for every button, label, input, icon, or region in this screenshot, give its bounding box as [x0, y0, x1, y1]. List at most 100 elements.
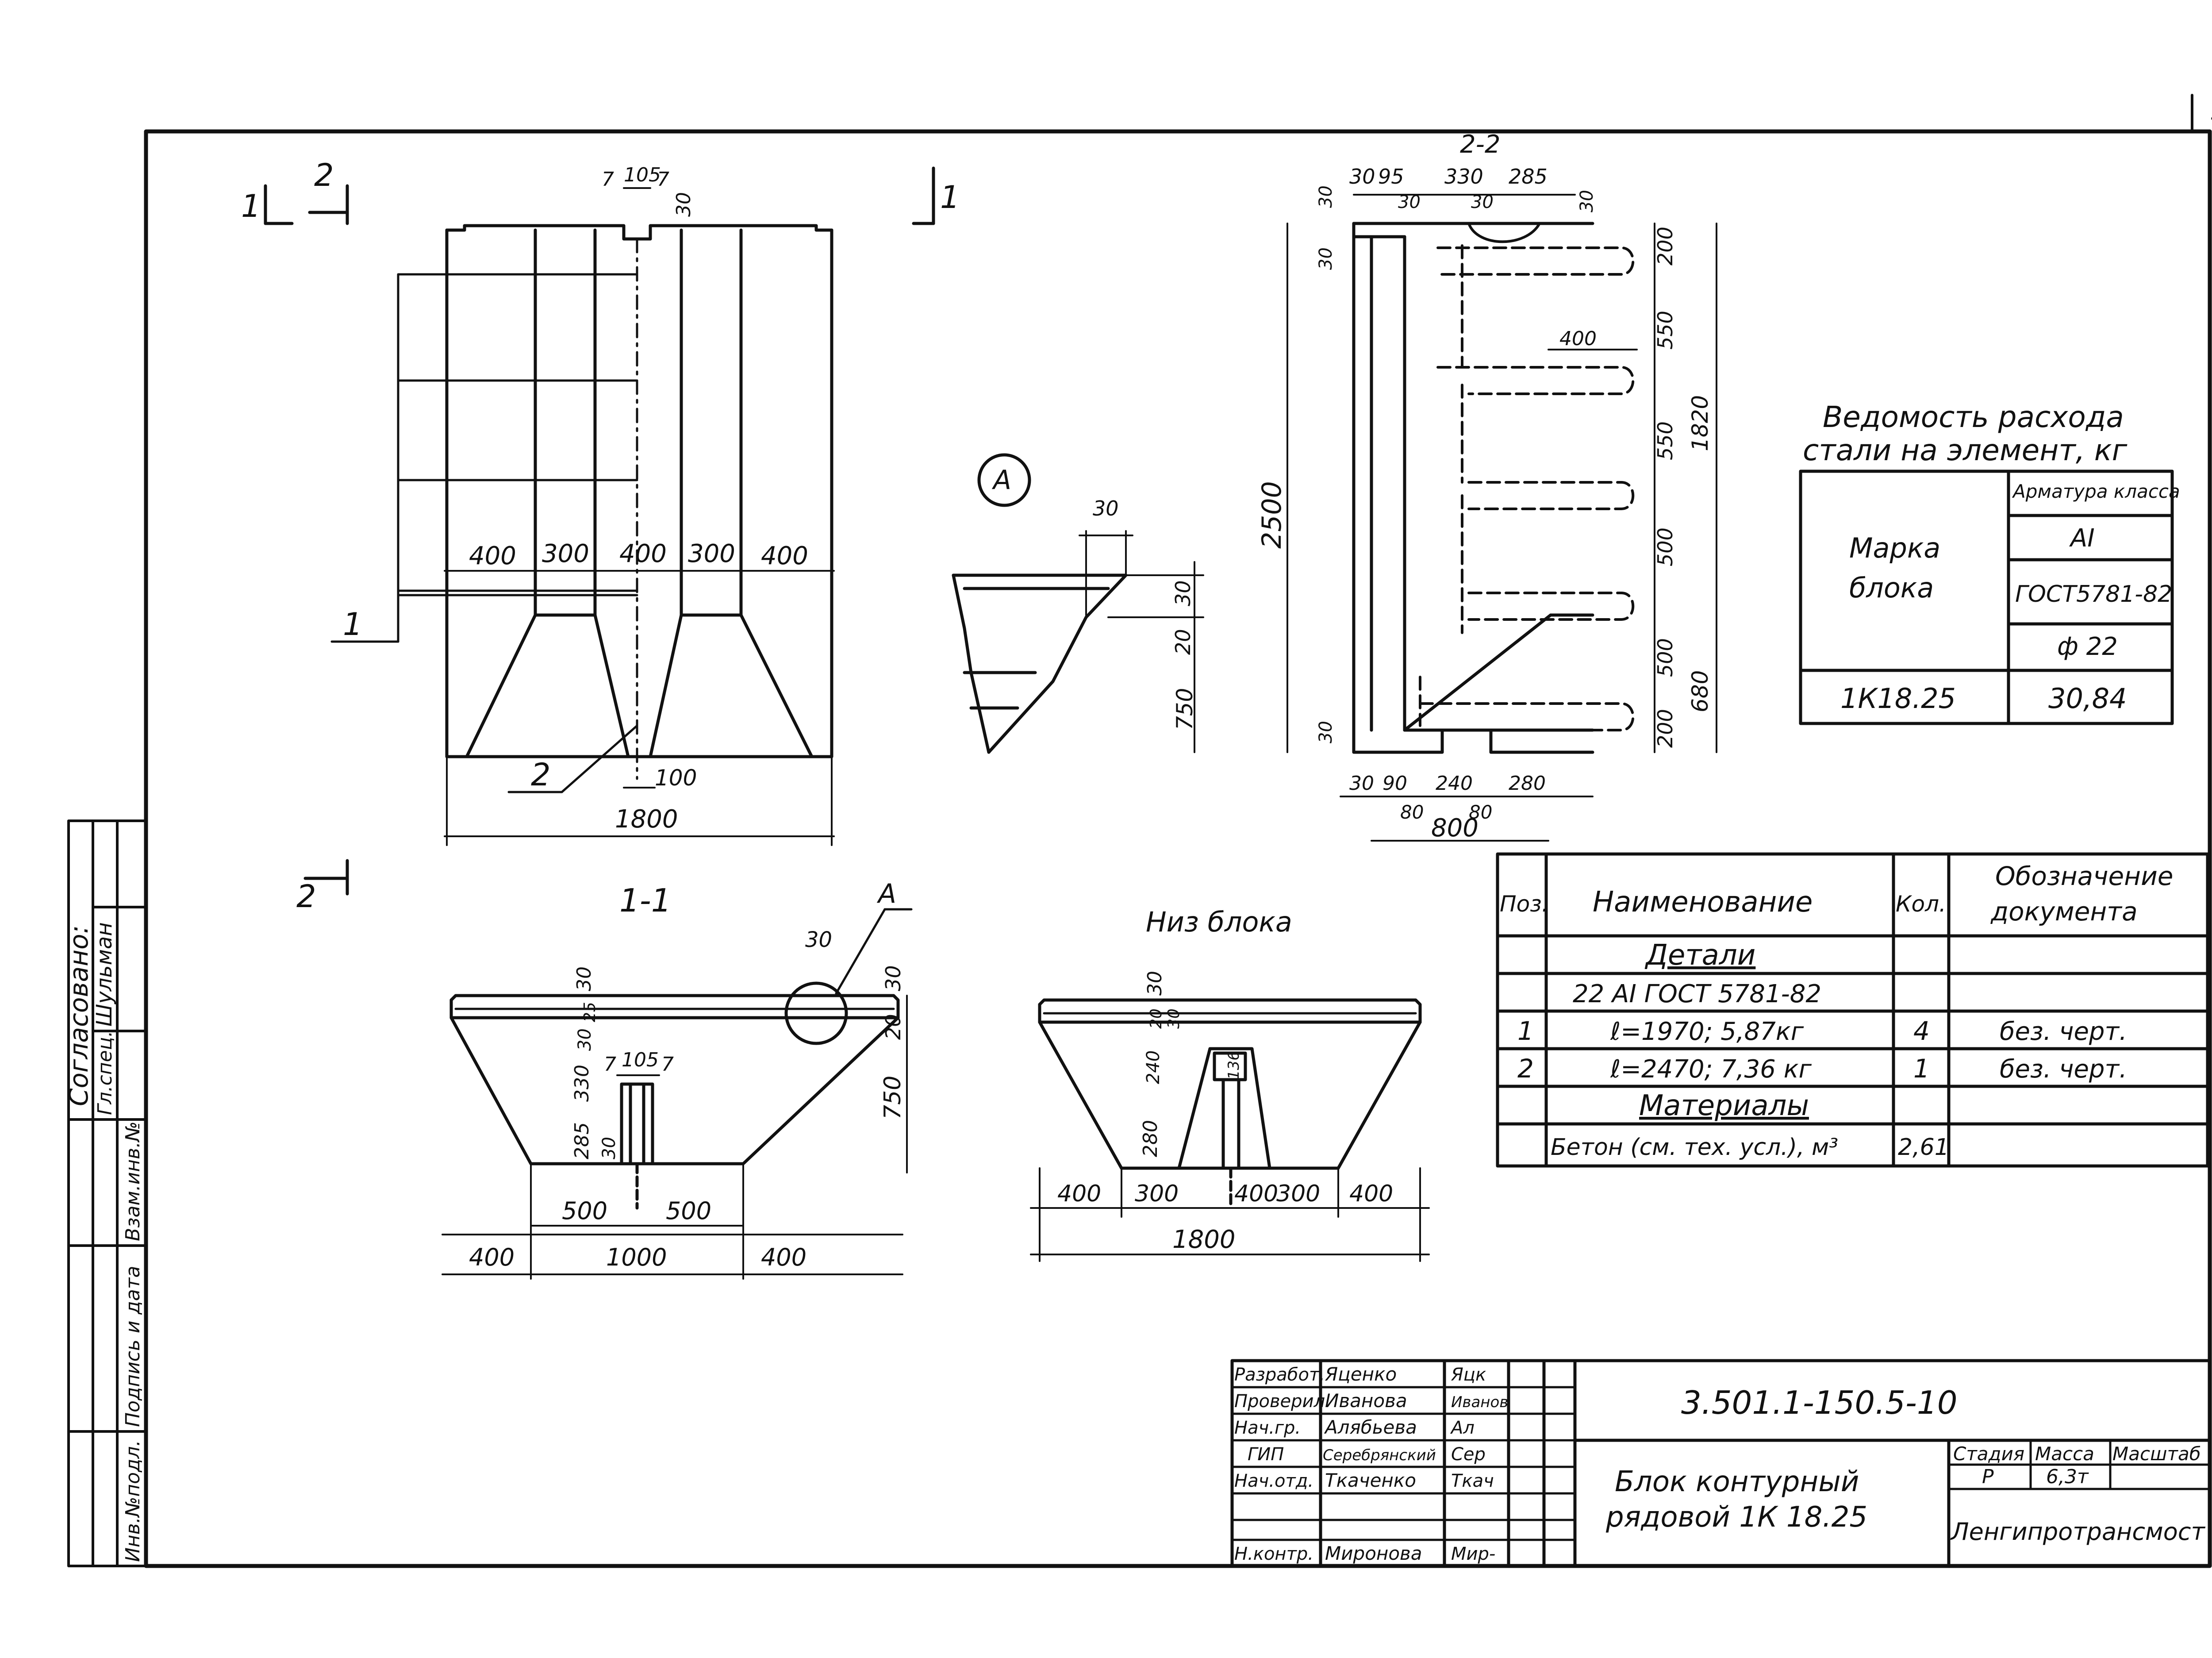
tb-code: 3.501.1-150.5-10	[1681, 1384, 1958, 1421]
s11-dim-left-2: 30	[575, 1028, 595, 1051]
detail-a-label: А	[991, 465, 1011, 496]
steel-title-1: Ведомость расхода	[1823, 400, 2124, 434]
front-position-2: 2	[531, 757, 551, 793]
side-dim-left-top: 30	[1316, 185, 1336, 208]
side-dim-ro-1: 1820	[1687, 395, 1713, 451]
bottom-view	[1030, 998, 1430, 1262]
side-dim-overall-w: 800	[1431, 814, 1479, 842]
steel-dia: ф 22	[2057, 632, 2118, 661]
steel-value: 30,84	[2048, 682, 2127, 715]
front-view	[330, 187, 835, 846]
side-dim-b-4: 280	[1509, 772, 1546, 795]
steel-table	[1799, 469, 2174, 725]
tb-scale-head: Масштаб	[2112, 1443, 2201, 1465]
spec-head-qty: Кол.	[1896, 891, 1946, 917]
spec-table	[1496, 852, 2209, 1168]
spec-row2-name: ℓ=2470; 7,36 кг	[1610, 1055, 1812, 1084]
side-dim-top-4: 285	[1509, 165, 1548, 188]
s11-dim-slot-2: 105	[622, 1049, 659, 1071]
title-block	[1230, 1359, 2212, 1568]
side-dim-left-bottom: 30	[1316, 721, 1336, 743]
front-dim-overall: 1800	[615, 805, 678, 834]
s11-dim-left-5: 285	[571, 1122, 593, 1159]
side-dim-top-3: 330	[1444, 165, 1483, 188]
s11-dim-left-3: 25	[581, 1002, 599, 1022]
s11-label-a: А	[876, 878, 896, 909]
tb-role-4: ГИП	[1248, 1444, 1284, 1465]
tb-role-3: Нач.гр.	[1234, 1418, 1301, 1438]
s11-dim-slot-1: 7	[604, 1053, 616, 1076]
tb-stage-head: Стадия	[1953, 1443, 2024, 1465]
front-dim-slot-h: 30	[672, 192, 695, 217]
bv-dim-left-4: 240	[1143, 1050, 1164, 1084]
bv-dim-left-3: 30	[1165, 1008, 1183, 1029]
steel-title-2: стали на элемент, кг	[1803, 433, 2128, 467]
detail-a-dim-2: 30	[1171, 580, 1195, 606]
tb-role-7: Н.контр.	[1234, 1544, 1313, 1564]
steel-brand: 1К18.25	[1840, 682, 1956, 715]
s11-dim-mid-2: 500	[666, 1197, 711, 1225]
bv-dim-left-5: 280	[1139, 1120, 1162, 1157]
tb-name-5: Ткаченко	[1325, 1470, 1416, 1491]
s11-dim-left-1: 30	[573, 966, 595, 991]
s11-dim-bottom-3: 400	[761, 1243, 806, 1271]
steel-col-brand-1: Марка	[1849, 532, 1940, 564]
stamp-agreed: Согласовано:	[64, 925, 94, 1106]
side-dim-ri-4: 500	[1653, 527, 1677, 566]
tb-mass: 6,3т	[2046, 1466, 2089, 1488]
side-dim-top-2: 95	[1378, 165, 1404, 188]
detail-a-dim-1: 30	[1093, 496, 1119, 520]
spec-row1-doc: без. черт.	[2000, 1017, 2127, 1046]
side-dim-ri-1: 200	[1653, 227, 1677, 265]
spec-head-doc-1: Обозначение	[1995, 861, 2173, 891]
side-dim-b2-2: 80	[1469, 801, 1492, 823]
s11-dim-left-6: 30	[599, 1137, 619, 1159]
side-dim-b-3: 240	[1436, 772, 1473, 795]
spec-head-pos: Поз.	[1500, 891, 1549, 917]
side-dim-ro-2: 680	[1687, 670, 1713, 712]
tb-sign-7: Мир-	[1451, 1544, 1495, 1564]
section-1-1-title: 1-1	[619, 882, 672, 919]
spec-row2-qty: 1	[1913, 1054, 1930, 1084]
spec-head-doc-2: документа	[1990, 896, 2138, 927]
side-dim-ri-3: 550	[1653, 421, 1677, 460]
front-dim-bottom: 100	[655, 765, 697, 791]
tb-name-1: Яценко	[1325, 1363, 1397, 1385]
spec-rebar: 22 АI ГОСТ 5781-82	[1573, 980, 1821, 1008]
tb-stage: Р	[1982, 1466, 1994, 1488]
tb-sign-1: Яцк	[1451, 1365, 1486, 1385]
tb-name-4: Серебрянский	[1323, 1446, 1436, 1464]
spec-concrete-qty: 2,61	[1898, 1134, 1949, 1161]
front-dim-top-3: 7	[657, 168, 669, 191]
side-dim-b-2: 90	[1382, 772, 1407, 795]
steel-head-reinf: Арматура класса	[2012, 481, 2180, 502]
bottom-view-title: Низ блока	[1146, 906, 1292, 938]
front-dim-row-1: 400	[469, 542, 516, 570]
section-mark-2-bottom: 2	[296, 878, 316, 915]
front-dim-top-1: 7	[602, 168, 614, 191]
steel-gost: ГОСТ5781-82	[2015, 581, 2172, 608]
detail-a-dim-4: 750	[1172, 688, 1198, 730]
s11-dim-slot-3: 7	[661, 1053, 674, 1076]
section-markers	[264, 166, 935, 896]
spec-row1-qty: 4	[1913, 1016, 1930, 1046]
tb-sign-2: Иванов	[1451, 1393, 1508, 1411]
section-1-1-view	[442, 908, 913, 1280]
tb-sign-5: Ткач	[1451, 1471, 1494, 1491]
s11-dim-right-3: 750	[879, 1076, 906, 1119]
sheet-frame	[144, 94, 2212, 1568]
side-dim-top2-1: 30	[1398, 192, 1421, 212]
stamp-sign-date: Подпись и дата	[122, 1266, 144, 1427]
spec-row2-doc: без. черт.	[2000, 1055, 2127, 1084]
tb-sign-3: Ал	[1450, 1418, 1475, 1438]
tb-name-2: Иванова	[1325, 1390, 1407, 1412]
bv-dim-row-3: 400	[1234, 1181, 1278, 1207]
side-dim-top2-2: 30	[1471, 192, 1494, 212]
bv-dim-row-1: 400	[1057, 1181, 1101, 1207]
front-dim-row-4: 300	[688, 539, 735, 568]
side-dim-ri-2: 550	[1653, 311, 1677, 350]
tb-role-2: Проверил	[1234, 1391, 1325, 1412]
s11-dim-bottom-2: 1000	[606, 1243, 667, 1271]
front-dim-row-5: 400	[761, 542, 808, 570]
